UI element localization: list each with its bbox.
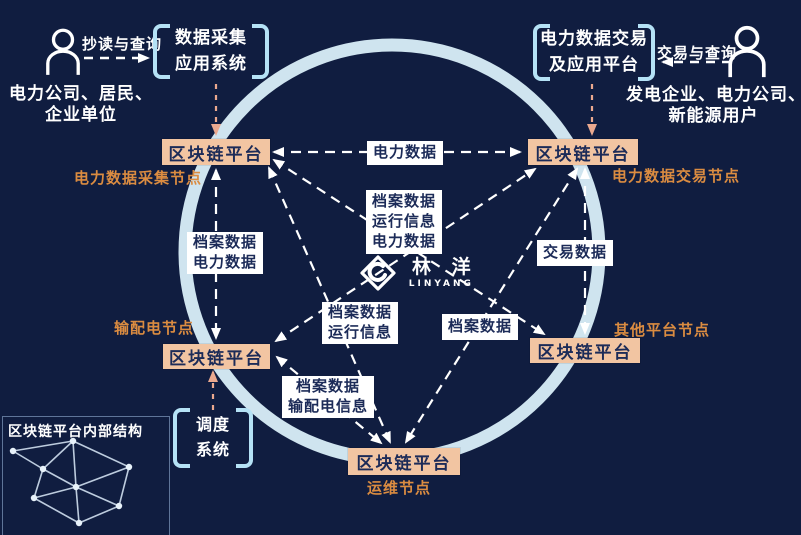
label-trade-data: 交易数据 bbox=[537, 240, 614, 266]
read-query-label: 抄读与查询 bbox=[82, 35, 163, 53]
dispatch-system: 调度 系统 bbox=[173, 408, 253, 468]
label-mid-archive: 档案数据 运行信息 bbox=[322, 302, 399, 344]
logo-subtitle: LINYANG bbox=[408, 278, 474, 289]
user-icon bbox=[728, 25, 766, 78]
label-line: 档案数据 bbox=[372, 192, 437, 211]
node-collect: 区块链平台 bbox=[162, 139, 270, 165]
label-line: 运行信息 bbox=[328, 323, 393, 341]
system-line: 系统 bbox=[195, 440, 230, 459]
linyang-logo: 林 洋 LINYANG bbox=[358, 253, 478, 293]
label-bottom-archive: 档案数据 输配电信息 bbox=[282, 376, 375, 418]
p2p-network-graph bbox=[9, 437, 133, 527]
label-line: 档案数据 bbox=[328, 303, 393, 322]
node-distribution: 区块链平台 bbox=[163, 344, 270, 369]
label-left-archive: 档案数据 电力数据 bbox=[187, 232, 264, 274]
label-power-data: 电力数据 bbox=[367, 141, 444, 165]
label-line: 档案数据 bbox=[193, 233, 258, 252]
actor-right-label: 发电企业、电力公司、 新能源用户 bbox=[626, 85, 801, 128]
user-icon bbox=[46, 28, 80, 75]
edge-trade-operations bbox=[404, 167, 579, 444]
system-line: 及应用平台 bbox=[549, 54, 639, 75]
label-line: 档案数据 bbox=[296, 377, 361, 396]
internal-structure-panel: 区块链平台内部结构 bbox=[2, 416, 170, 535]
role-collect: 电力数据采集节点 bbox=[74, 169, 203, 187]
node-operations: 区块链平台 bbox=[348, 448, 460, 475]
power-trading-platform: 电力数据交易 及应用平台 bbox=[533, 24, 655, 81]
data-collection-system: 数据采集 应用系统 bbox=[153, 24, 269, 79]
system-line: 调度 bbox=[195, 415, 230, 435]
label-line: 运行信息 bbox=[372, 212, 437, 231]
role-operations: 运维节点 bbox=[367, 479, 432, 497]
trade-query-label: 交易与查询 bbox=[657, 44, 738, 62]
role-other-platform: 其他平台节点 bbox=[614, 321, 711, 339]
actor-right-line2: 新能源用户 bbox=[668, 106, 759, 127]
node-other-platform: 区块链平台 bbox=[530, 338, 640, 363]
internal-structure-title: 区块链平台内部结构 bbox=[8, 424, 143, 440]
label-center-archive: 档案数据 运行信息 电力数据 bbox=[366, 190, 443, 254]
actor-left-line1: 电力公司、居民、 bbox=[9, 84, 153, 104]
system-line: 应用系统 bbox=[175, 53, 247, 74]
label-line: 电力数据 bbox=[372, 231, 437, 250]
actor-left-line2: 企业单位 bbox=[45, 105, 117, 126]
logo-name: 林 洋 bbox=[412, 255, 478, 278]
role-trade: 电力数据交易节点 bbox=[612, 167, 741, 185]
label-archive-data: 档案数据 bbox=[442, 314, 519, 340]
role-distribution: 输配电节点 bbox=[114, 319, 195, 337]
node-trade: 区块链平台 bbox=[528, 139, 638, 165]
system-line: 数据采集 bbox=[175, 28, 247, 48]
label-line: 输配电信息 bbox=[288, 397, 369, 415]
system-line: 电力数据交易 bbox=[540, 29, 648, 49]
edge-distribution-operations bbox=[275, 355, 383, 445]
linyang-logo-icon bbox=[360, 255, 396, 291]
actor-right-line1: 发电企业、电力公司、 bbox=[626, 85, 801, 105]
actor-left-label: 电力公司、居民、 企业单位 bbox=[2, 84, 160, 127]
label-line: 电力数据 bbox=[193, 253, 258, 271]
